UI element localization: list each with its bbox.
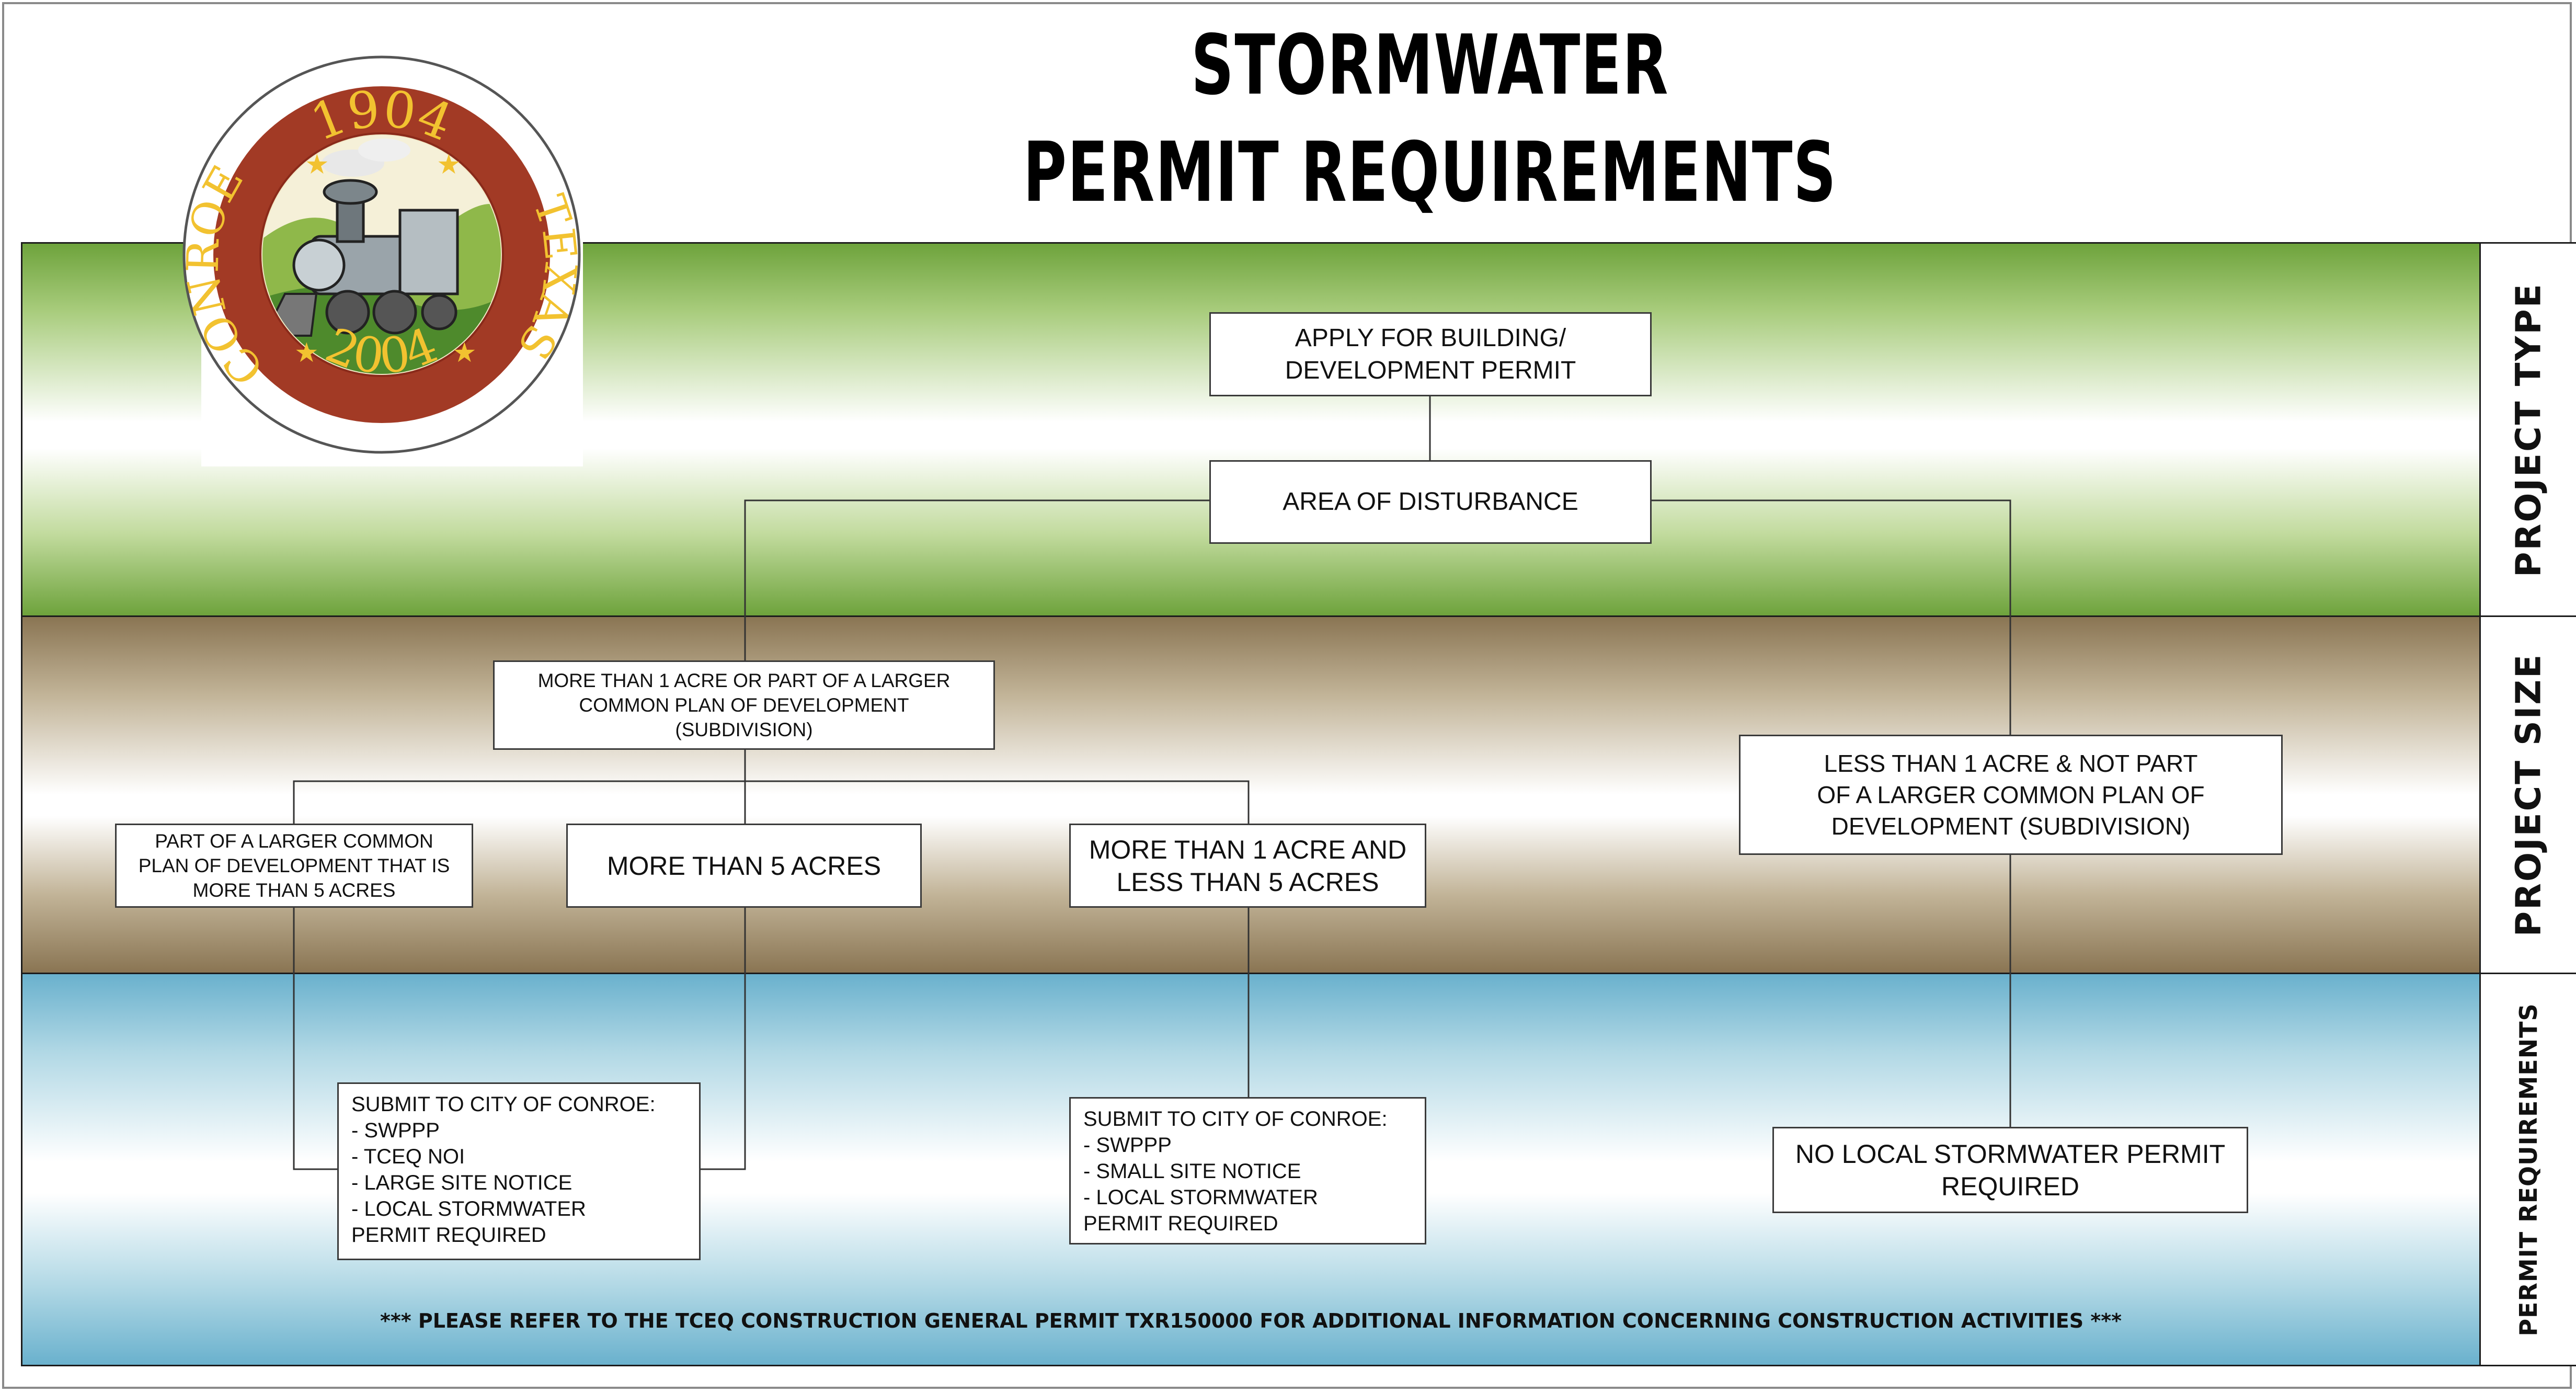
project-type-row-header: PROJECT TYPE (2479, 242, 2576, 617)
more-than-5-acres-box: MORE THAN 5 ACRES (566, 824, 922, 908)
seal-star-icon: ★ (452, 338, 477, 368)
submit-small-site-requirements-box: SUBMIT TO CITY OF CONROE: - SWPPP - SMAL… (1069, 1097, 1426, 1244)
seal-star-icon: ★ (437, 150, 461, 180)
more-than-1-acre-box: MORE THAN 1 ACRE OR PART OF A LARGER COM… (493, 660, 995, 750)
tceq-footnote: *** PLEASE REFER TO THE TCEQ CONSTRUCTIO… (380, 1309, 2122, 1332)
submit-large-site-requirements-box: SUBMIT TO CITY OF CONROE: - SWPPP - TCEQ… (337, 1082, 701, 1260)
permit-requirements-label: PERMIT REQUIREMENTS (2514, 1002, 2543, 1337)
less-than-1-acre-box: LESS THAN 1 ACRE & NOT PART OF A LARGER … (1739, 735, 2283, 855)
title-line-1: STORMWATER (1191, 17, 1669, 113)
seal-star-icon: ★ (305, 150, 329, 180)
project-size-row-header: PROJECT SIZE (2479, 615, 2576, 974)
apply-for-permit-box: APPLY FOR BUILDING/ DEVELOPMENT PERMIT (1209, 312, 1652, 396)
seal-star-icon: ★ (294, 338, 319, 368)
project-type-label: PROJECT TYPE (2508, 282, 2549, 577)
between-1-and-5-acres-box: MORE THAN 1 ACRE AND LESS THAN 5 ACRES (1069, 824, 1426, 908)
area-of-disturbance-box: AREA OF DISTURBANCE (1209, 460, 1652, 544)
part-of-larger-plan-box: PART OF A LARGER COMMON PLAN OF DEVELOPM… (115, 824, 473, 908)
project-size-label: PROJECT SIZE (2508, 653, 2549, 937)
permit-requirements-row-header: PERMIT REQUIREMENTS (2479, 973, 2576, 1366)
city-of-conroe-seal-logo: 1904 2004 CONROE TEXAS ★ ★ ★ ★ (180, 55, 583, 466)
title-line-2: PERMIT REQUIREMENTS (1023, 124, 1837, 221)
no-local-permit-box: NO LOCAL STORMWATER PERMIT REQUIRED (1772, 1127, 2248, 1213)
